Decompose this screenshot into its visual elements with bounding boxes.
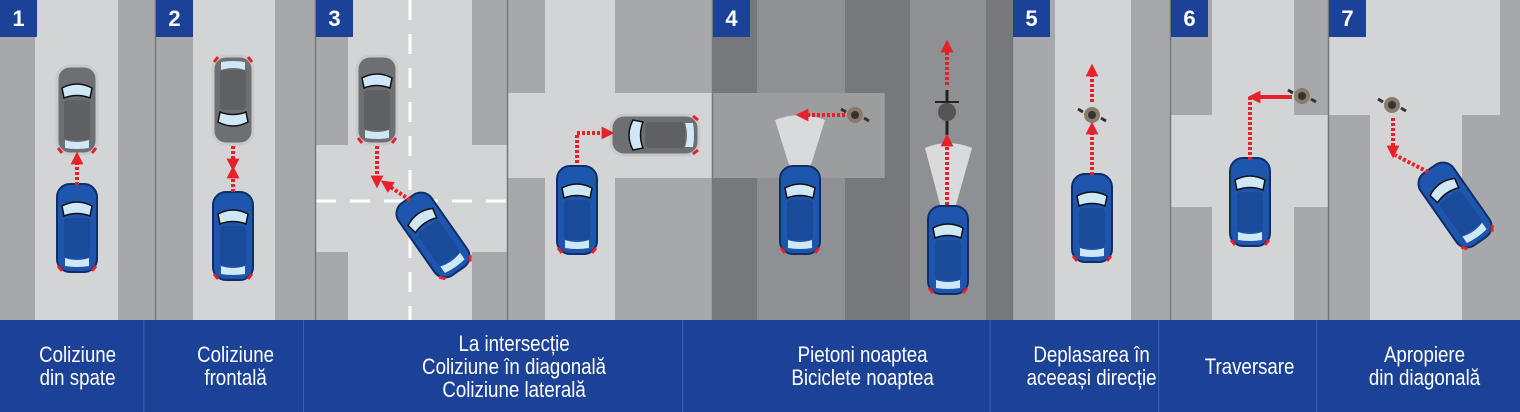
- panel-number-badge: 5: [1013, 0, 1050, 37]
- panel-1-rear-collision: [0, 0, 155, 320]
- panel-3-diagonal-collision: [316, 0, 507, 320]
- caption-line: Apropiere: [1383, 342, 1466, 367]
- stopped-car: [55, 64, 99, 156]
- caption-6: Traversare: [1183, 320, 1318, 412]
- caption-line: Biciclete noaptea: [791, 365, 934, 390]
- caption-line: frontală: [204, 365, 267, 390]
- panel-number-badge: 3: [316, 0, 353, 37]
- caption-line: La intersecție: [458, 330, 570, 356]
- caption-line: Coliziune: [197, 342, 275, 367]
- panel-4-pedestrian-night: [713, 0, 885, 320]
- caption-line: din spate: [39, 365, 116, 390]
- caption-line: Traversare: [1204, 353, 1295, 379]
- scenario-illustrations: [0, 0, 1520, 320]
- panel-number-badge: 2: [156, 0, 193, 37]
- panel-4-bicycle-night: [886, 0, 1012, 320]
- caption-line: Coliziune în diagonală: [422, 353, 607, 379]
- cyclist-icon: [935, 90, 959, 135]
- oncoming-car: [211, 54, 255, 146]
- caption-line: Pietoni noaptea: [797, 342, 928, 367]
- panel-number-badge: 1: [0, 0, 37, 37]
- panel-7-diagonal-approach: [1329, 0, 1520, 320]
- panel-3-side-collision: [508, 0, 712, 320]
- panel-number-badge: 4: [713, 0, 750, 37]
- panel-6-crossing: [1171, 0, 1328, 320]
- caption-line: aceeași direcție: [1026, 365, 1157, 390]
- panel-5-same-direction: [1013, 0, 1170, 320]
- panel-2-frontal-collision: [156, 0, 315, 320]
- panel-number-badge: 7: [1329, 0, 1366, 37]
- caption-line: Coliziune: [39, 342, 117, 367]
- caption-line: Coliziune laterală: [442, 376, 586, 402]
- panel-number-badge: 6: [1171, 0, 1208, 37]
- own-car: [55, 182, 99, 274]
- own-car: [211, 190, 255, 282]
- caption-line: din diagonală: [1368, 365, 1481, 390]
- caption-line: Deplasarea în: [1033, 342, 1150, 367]
